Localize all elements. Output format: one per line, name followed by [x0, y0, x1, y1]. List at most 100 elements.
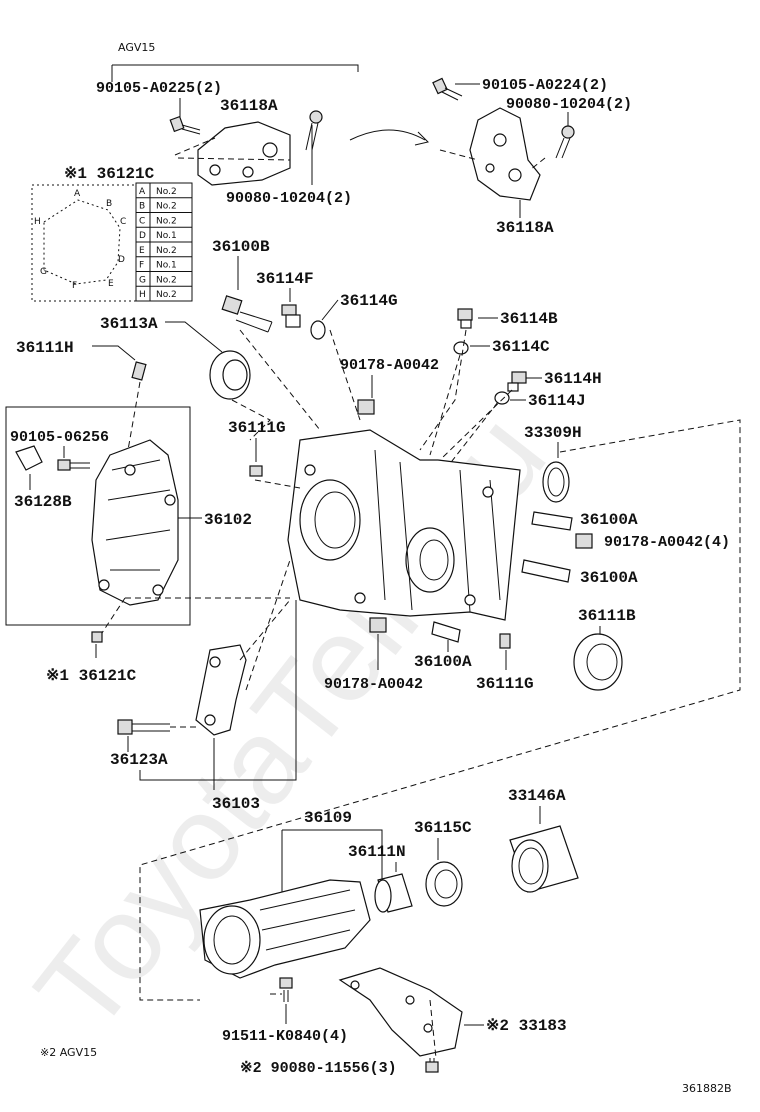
pin-36111g-b[interactable]	[499, 633, 511, 649]
table-row-value: No.2	[156, 246, 177, 256]
bracket-36103[interactable]	[195, 644, 247, 736]
table-row-key: G	[139, 275, 146, 285]
label-90178-A0042-a[interactable]: 90178-A0042	[340, 357, 439, 374]
label-36118A-left[interactable]: 36118A	[220, 97, 278, 115]
plug-36114f[interactable]	[281, 304, 301, 328]
table-row-value: No.2	[156, 216, 177, 226]
bolt-90105-06256[interactable]	[57, 459, 90, 471]
shim-33309h[interactable]	[542, 461, 570, 503]
label-36111B[interactable]: 36111B	[578, 607, 636, 625]
svg-text:C: C	[120, 217, 126, 227]
table-row-value: No.2	[156, 275, 177, 285]
label-36123A[interactable]: 36123A	[110, 751, 168, 769]
label-36114H[interactable]: 36114H	[544, 370, 602, 388]
pin-36111g-a[interactable]	[249, 465, 263, 477]
label-33309H[interactable]: 33309H	[524, 424, 582, 442]
label-36111G-a[interactable]: 36111G	[228, 419, 286, 437]
label-36114C[interactable]: 36114C	[492, 338, 550, 356]
bolt-90105-a0224[interactable]	[432, 77, 463, 101]
bolt-91511-k0840[interactable]	[279, 977, 293, 1002]
seal-36115c[interactable]	[425, 861, 463, 907]
stud-36100a-c[interactable]	[431, 621, 461, 643]
bracket-36118a-right-part[interactable]	[469, 107, 541, 201]
seal-36113a[interactable]	[209, 350, 251, 400]
label-36128B[interactable]: 36128B	[14, 493, 72, 511]
bolt-90080-10204-left[interactable]	[305, 110, 323, 151]
breather-36111h[interactable]	[131, 361, 147, 381]
label-36118A-right[interactable]: 36118A	[496, 219, 554, 237]
table-row-key: A	[139, 187, 146, 197]
table-row-key: F	[139, 261, 144, 271]
cover-group-box	[5, 406, 191, 626]
gasket-36114j[interactable]	[494, 391, 510, 405]
label-90178-A0042-b[interactable]: 90178-A0042	[324, 676, 423, 693]
label-91511-K0840[interactable]: 91511-K0840(4)	[222, 1028, 348, 1045]
table-row-key: D	[139, 231, 146, 241]
label-90080-10204-right[interactable]: 90080-10204(2)	[506, 96, 632, 113]
bolt-36121c-bottom[interactable]	[91, 631, 103, 643]
diagram-code: 361882B	[682, 1082, 732, 1095]
gasket-36114c[interactable]	[453, 341, 469, 355]
nut-90178-a0042-a[interactable]	[357, 399, 375, 415]
label-36113A[interactable]: 36113A	[100, 315, 158, 333]
table-row-key: H	[139, 290, 146, 300]
label-36114F[interactable]: 36114F	[256, 270, 314, 288]
bolt-90080-10204-right[interactable]	[555, 125, 575, 159]
seal-36111b[interactable]	[573, 633, 623, 691]
stud-36100a-a[interactable]	[531, 511, 573, 531]
svg-text:B: B	[106, 199, 112, 209]
label-90105-06256[interactable]: 90105-06256	[10, 429, 109, 446]
bracket-33183[interactable]	[338, 967, 463, 1057]
bolt-90105-a0225[interactable]	[169, 115, 201, 135]
stud-36100a-b[interactable]	[521, 559, 571, 583]
label-90105-A0225[interactable]: 90105-A0225(2)	[96, 80, 222, 97]
label-36100A-a[interactable]: 36100A	[580, 511, 638, 529]
label-36114G[interactable]: 36114G	[340, 292, 398, 310]
label-90105-A0224[interactable]: 90105-A0224(2)	[482, 77, 608, 94]
label-36109[interactable]: 36109	[304, 809, 352, 827]
bracket-36118a-left-part[interactable]	[197, 121, 291, 186]
label-33183[interactable]: ※2 33183	[486, 1017, 567, 1035]
boot-33146a[interactable]	[509, 825, 579, 893]
svg-text:F: F	[72, 281, 77, 291]
label-36102[interactable]: 36102	[204, 511, 252, 529]
svg-text:D: D	[118, 255, 125, 265]
bolt-90080-11556[interactable]	[425, 1058, 439, 1073]
plug-36114b[interactable]	[457, 308, 473, 329]
label-36121C-bottom[interactable]: ※1 36121C	[46, 667, 137, 685]
label-36114J[interactable]: 36114J	[528, 392, 586, 410]
label-36111G-b[interactable]: 36111G	[476, 675, 534, 693]
direction-arrow	[349, 129, 426, 141]
nut-90178-a0042-4[interactable]	[575, 533, 593, 549]
bolt-36123a[interactable]	[117, 719, 170, 735]
label-90080-11556[interactable]: ※2 90080-11556(3)	[240, 1060, 397, 1077]
gasket-36114g[interactable]	[310, 320, 326, 340]
table-row-key: E	[139, 246, 145, 256]
plug-36114h[interactable]	[507, 371, 527, 392]
label-36103[interactable]: 36103	[212, 795, 260, 813]
bushing-36111n[interactable]	[374, 873, 413, 913]
extension-housing-36109[interactable]	[199, 879, 371, 979]
nut-90178-a0042-b[interactable]	[369, 617, 387, 633]
label-36121C-top[interactable]: ※1 36121C	[64, 165, 155, 183]
label-36111H[interactable]: 36111H	[16, 339, 74, 357]
table-row-key: C	[139, 216, 145, 226]
transfer-case-36103[interactable]	[287, 429, 521, 621]
label-36100B[interactable]: 36100B	[212, 238, 270, 256]
label-33146A[interactable]: 33146A	[508, 787, 566, 805]
label-36100A-c[interactable]: 36100A	[414, 653, 472, 671]
clamp-36128b[interactable]	[15, 445, 43, 471]
label-36100A-b[interactable]: 36100A	[580, 569, 638, 587]
label-90178-A0042-4[interactable]: 90178-A0042(4)	[604, 534, 730, 551]
label-36114B[interactable]: 36114B	[500, 310, 558, 328]
table-row-value: No.1	[156, 261, 177, 271]
svg-text:A: A	[74, 189, 81, 199]
bolt-36100b[interactable]	[221, 295, 273, 333]
label-36111N[interactable]: 36111N	[348, 843, 406, 861]
table-row-key: B	[139, 202, 145, 212]
label-36115C[interactable]: 36115C	[414, 819, 472, 837]
cover-36102[interactable]	[91, 439, 179, 606]
label-90080-10204-left[interactable]: 90080-10204(2)	[226, 190, 352, 207]
